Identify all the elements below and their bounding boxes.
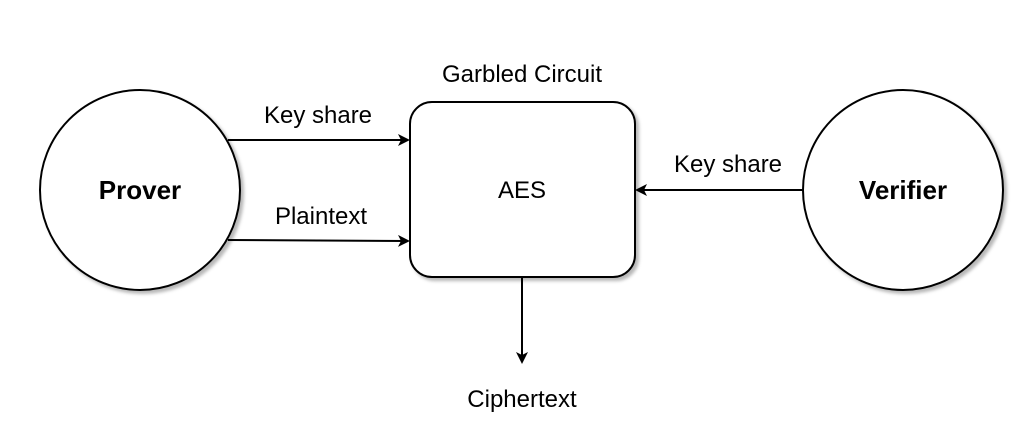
prover-label: Prover xyxy=(99,175,181,205)
edge-verifier-key-share: Key share xyxy=(635,151,803,196)
verifier-node: Verifier xyxy=(802,89,1004,291)
prover-plaintext-label: Plaintext xyxy=(275,203,367,230)
edge-prover-plaintext: Plaintext xyxy=(227,203,410,247)
prover-node: Prover xyxy=(39,89,241,291)
edge-output: Ciphertext xyxy=(467,278,577,413)
prover-circle xyxy=(39,89,241,291)
garbled-circuit-node: Garbled Circuit AES xyxy=(409,61,636,278)
ciphertext-label: Ciphertext xyxy=(467,386,577,413)
verifier-key-share-label: Key share xyxy=(674,151,782,178)
prover-key-share-label: Key share xyxy=(264,102,372,129)
garbled-circuit-title: Garbled Circuit xyxy=(442,61,602,88)
edge-prover-key-share: Key share xyxy=(228,102,410,146)
verifier-label: Verifier xyxy=(859,175,947,205)
aes-label: AES xyxy=(498,177,546,204)
arrow-prover-plaintext xyxy=(227,234,410,247)
